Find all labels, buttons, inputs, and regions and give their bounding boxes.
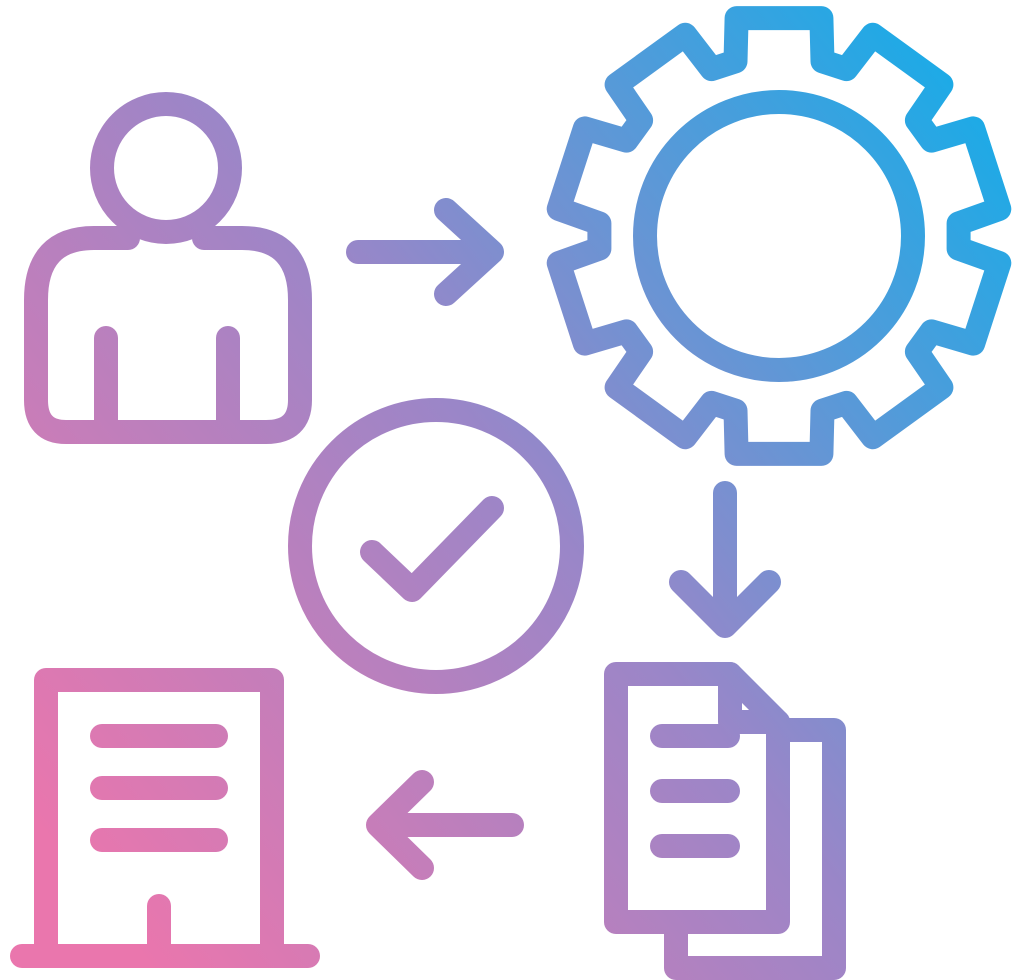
document-front bbox=[604, 662, 790, 934]
arrow-down-icon bbox=[669, 481, 781, 638]
check-circle-icon bbox=[288, 398, 584, 694]
documents-icon bbox=[604, 662, 846, 980]
arrow-left-head bbox=[366, 770, 434, 880]
gear-icon bbox=[546, 6, 1012, 466]
person-body bbox=[24, 226, 312, 444]
arrow-left-icon bbox=[366, 770, 524, 880]
person-icon bbox=[24, 92, 312, 444]
person-head bbox=[90, 92, 242, 244]
check-mark bbox=[360, 496, 504, 602]
document-back bbox=[664, 718, 846, 980]
building-icon bbox=[10, 668, 320, 968]
arrow-right-icon bbox=[346, 198, 504, 306]
gear-hub bbox=[633, 90, 925, 382]
gear-outline bbox=[546, 6, 1012, 466]
check-circle-ring bbox=[288, 398, 584, 694]
arrow-right-head bbox=[434, 198, 504, 306]
document-fold bbox=[718, 662, 790, 734]
arrow-down-head bbox=[669, 570, 781, 638]
building-outline bbox=[34, 668, 284, 968]
